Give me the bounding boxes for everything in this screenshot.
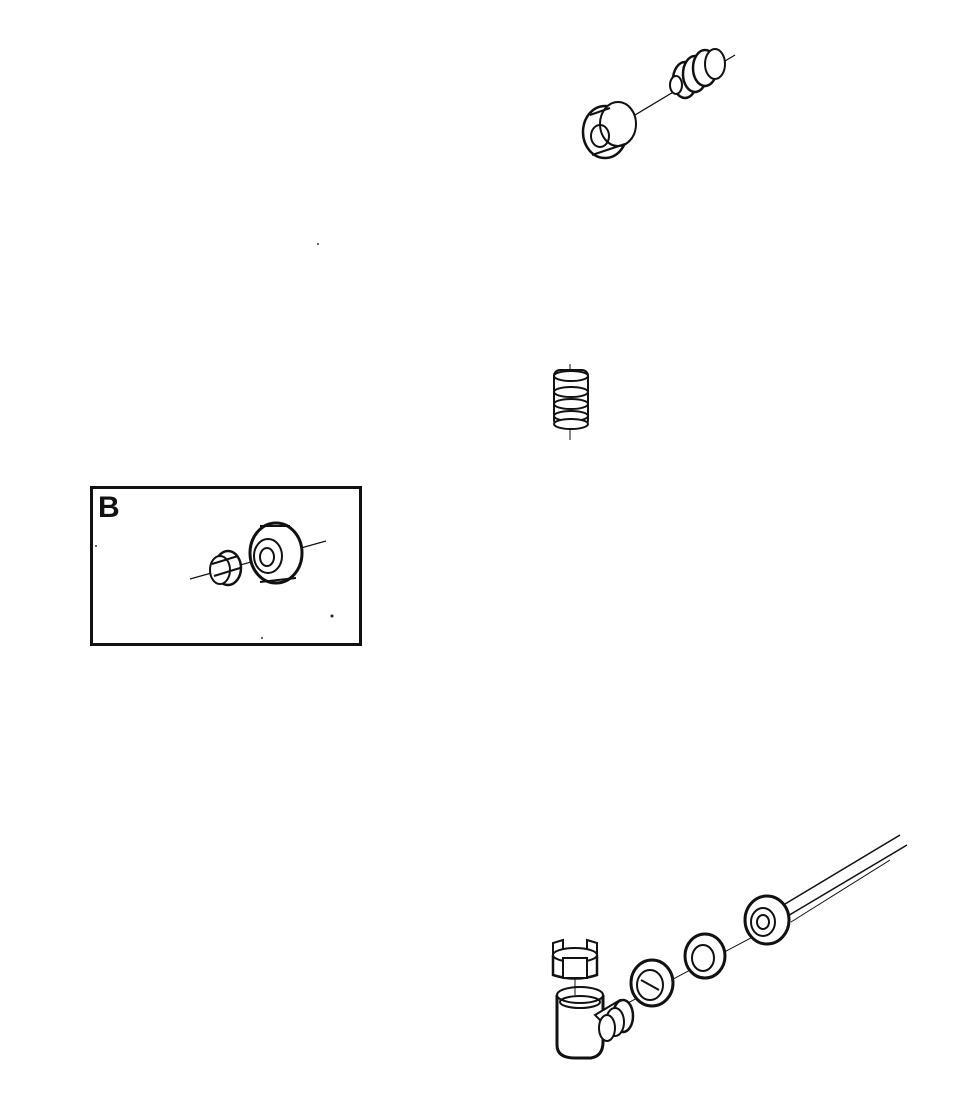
ferrule-and-nut-detail <box>95 521 334 639</box>
speck <box>316 242 320 246</box>
elbow-fitting-exploded-assembly <box>545 830 915 1070</box>
nut-and-fitting-assembly-top <box>570 40 750 170</box>
callout-letter: B <box>98 491 120 524</box>
callout-box-b: B <box>90 486 362 646</box>
threaded-cylinder-part <box>548 364 594 440</box>
